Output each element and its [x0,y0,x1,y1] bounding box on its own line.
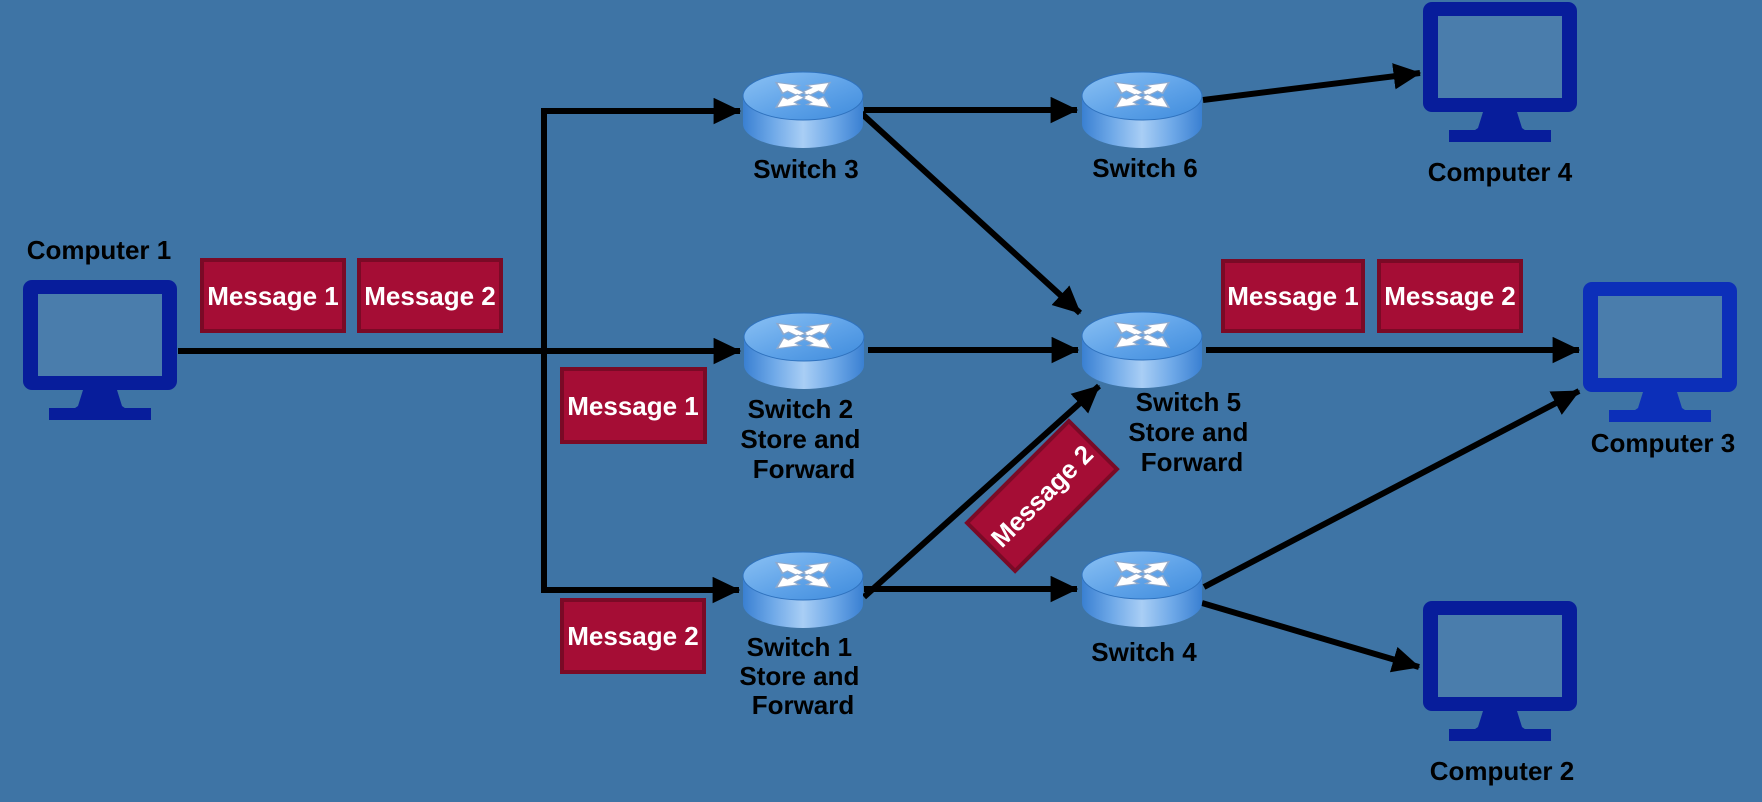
switch1-label: Switch 1 Store and Forward [739,632,866,720]
switch6-label: Switch 6 [1092,153,1197,183]
switch1-label-line1: Switch 1 [747,632,852,662]
edge-switch3-to-switch5 [858,110,1083,316]
message-label: Message 1 [1227,281,1359,311]
computer1-label: Computer 1 [27,235,171,265]
edge-switch4-to-computer3 [1202,388,1581,590]
message-box-rect [964,418,1120,574]
message-box-at-computer1-first: Message 1 [200,258,346,333]
message-box-rect [200,258,346,333]
switch5-label-line3: Forward [1141,447,1244,477]
message-box-rect [1221,259,1365,333]
node-labels: Computer 1 Switch 3 Switch 6 Computer 4 … [27,153,1735,786]
switch6-icon [1081,71,1203,149]
switch3-icon [742,71,864,149]
switch1-label-line3: Forward [752,690,855,720]
message-box-before-switch1: Message 2 [560,598,706,674]
switch5-label-line1: Switch 5 [1136,387,1241,417]
message-box-after-switch5-second: Message 2 [1377,259,1523,333]
message-box-rect [560,367,707,444]
computer3-label: Computer 3 [1591,428,1735,458]
switch3-label: Switch 3 [753,154,858,184]
switch1-icon [742,551,864,629]
message-box-rect [357,258,503,333]
switch4-label: Switch 4 [1091,637,1197,667]
message-label: Message 2 [567,621,699,651]
switch4-icon [1081,550,1203,628]
computer2-label: Computer 2 [1430,756,1574,786]
switch5-label-line2: Store and [1128,417,1248,447]
switch2-label-line2: Store and [740,424,860,454]
edge-computer1-to-switch1 [541,351,741,604]
switch2-label: Switch 2 Store and Forward [740,394,867,484]
edge-switch4-to-computer2 [1201,600,1421,673]
switch2-icon [743,312,865,390]
edges [178,63,1581,673]
switch1-label-line2: Store and [739,661,859,691]
switch2-label-line1: Switch 2 [748,394,853,424]
switch5-label: Switch 5 Store and Forward [1128,387,1255,477]
message-label: Message 2 [1384,281,1516,311]
computer4-label: Computer 4 [1428,157,1573,187]
edge-switch1-to-switch5 [861,383,1102,600]
edge-switch6-to-computer4 [1202,63,1422,103]
message-label: Message 1 [567,391,699,421]
edge-computer1-to-switch3 [541,97,742,351]
switch5-icon [1081,311,1203,389]
message-label: Message 1 [207,281,339,311]
message-box-at-computer1-second: Message 2 [357,258,503,333]
switch2-label-line3: Forward [753,454,856,484]
message-box-rect [560,598,706,674]
message-box-before-switch2: Message 1 [560,367,707,444]
message-box-rect [1377,259,1523,333]
message-label: Message 2 [364,281,496,311]
message-box-after-switch5-first: Message 1 [1221,259,1365,333]
